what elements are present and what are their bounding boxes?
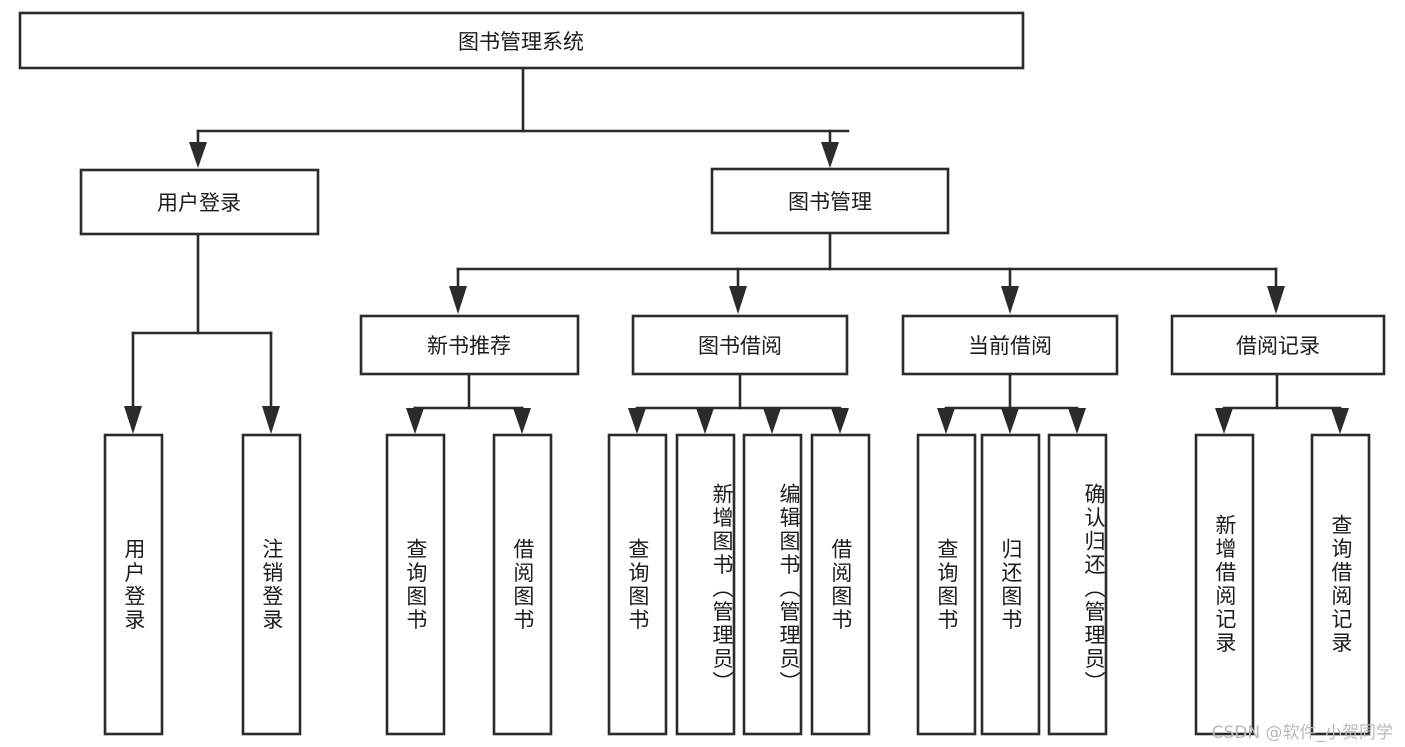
node-borrow-record-label: 借阅记录 [1236,334,1320,358]
connector-currentborrow-to-leaves [937,373,1086,434]
leaf-box-query-record[interactable] [1310,433,1371,736]
node-user-login-label: 用户登录 [157,191,241,215]
node-root[interactable]: 图书管理系统 [18,11,1025,70]
connector-bookborrow-to-leaves [628,373,849,434]
node-current-borrow-label: 当前借阅 [968,334,1052,358]
node-book-borrow-label: 图书借阅 [698,334,782,358]
leaf-box-borrow-book-1[interactable] [492,433,553,736]
leaf-box-logout-login[interactable] [241,433,302,736]
connector-userlogin-to-leaves [124,232,280,434]
node-new-book-recommend[interactable]: 新书推荐 [359,314,580,376]
node-book-borrow[interactable]: 图书借阅 [631,314,849,376]
node-book-management-label: 图书管理 [788,190,872,214]
csdn-watermark: CSDN @软件_小贺同学 [1211,723,1393,743]
node-current-borrow[interactable]: 当前借阅 [901,314,1119,376]
node-new-book-recommend-label: 新书推荐 [427,334,511,358]
node-root-label: 图书管理系统 [458,30,584,54]
leaf-box-query-book-3[interactable] [916,433,977,736]
leaf-box-query-book-2[interactable] [607,433,668,736]
connector-root-to-level2 [189,66,850,168]
connector-borrowrecord-to-leaves [1215,373,1349,434]
leaf-box-add-record[interactable] [1194,433,1255,736]
connector-bookmgmt-to-level3 [449,231,1285,314]
node-book-management[interactable]: 图书管理 [710,167,950,235]
leaf-box-confirm-return[interactable] [1047,433,1108,736]
connector-newbook-to-leaves [406,373,531,434]
leaf-box-return-book[interactable] [980,433,1041,736]
node-borrow-record[interactable]: 借阅记录 [1170,314,1386,376]
leaf-box-add-book[interactable] [675,433,736,736]
leaf-box-borrow-book-2[interactable] [810,433,871,736]
node-user-login[interactable]: 用户登录 [79,168,320,236]
leaf-box-query-book-1[interactable] [385,433,446,736]
leaf-box-edit-book[interactable] [742,433,803,736]
leaf-box-user-login[interactable] [103,433,164,736]
